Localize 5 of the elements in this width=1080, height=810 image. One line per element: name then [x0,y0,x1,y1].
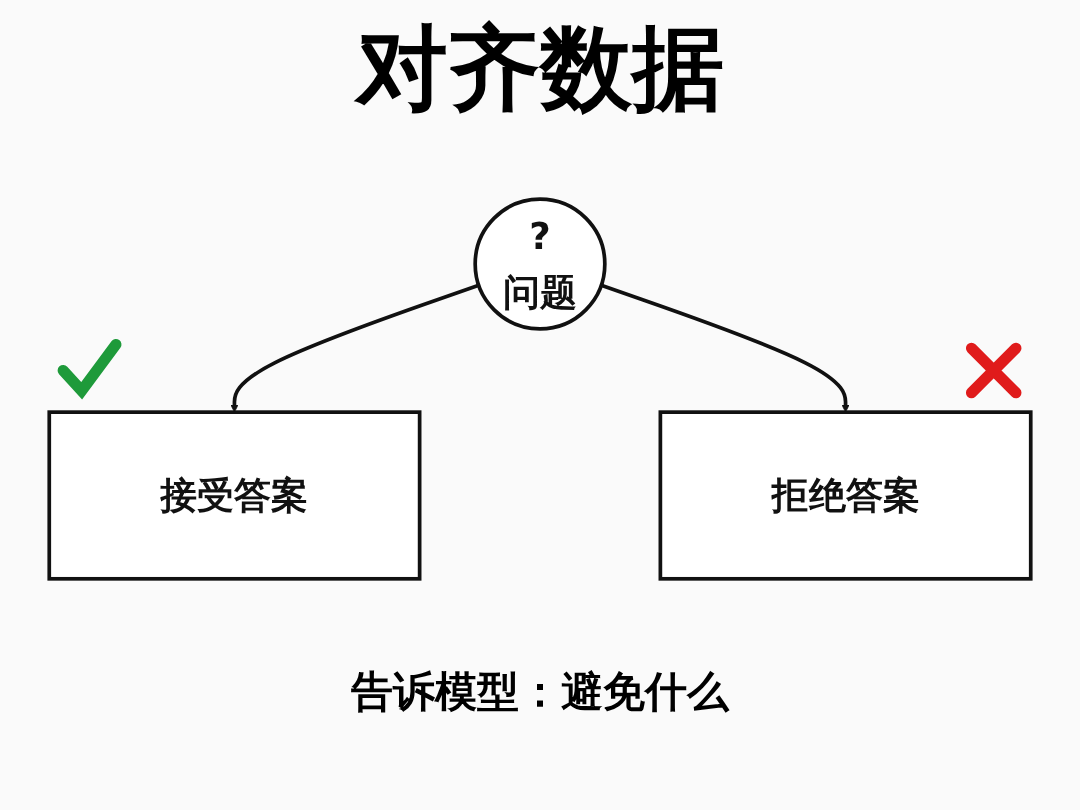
arrow [600,283,850,413]
caption: 告诉模型：避免什么 [350,666,731,718]
node-circle: ? 问题 [473,197,607,331]
title: 对齐数据 [353,14,725,124]
arrow [230,283,480,413]
